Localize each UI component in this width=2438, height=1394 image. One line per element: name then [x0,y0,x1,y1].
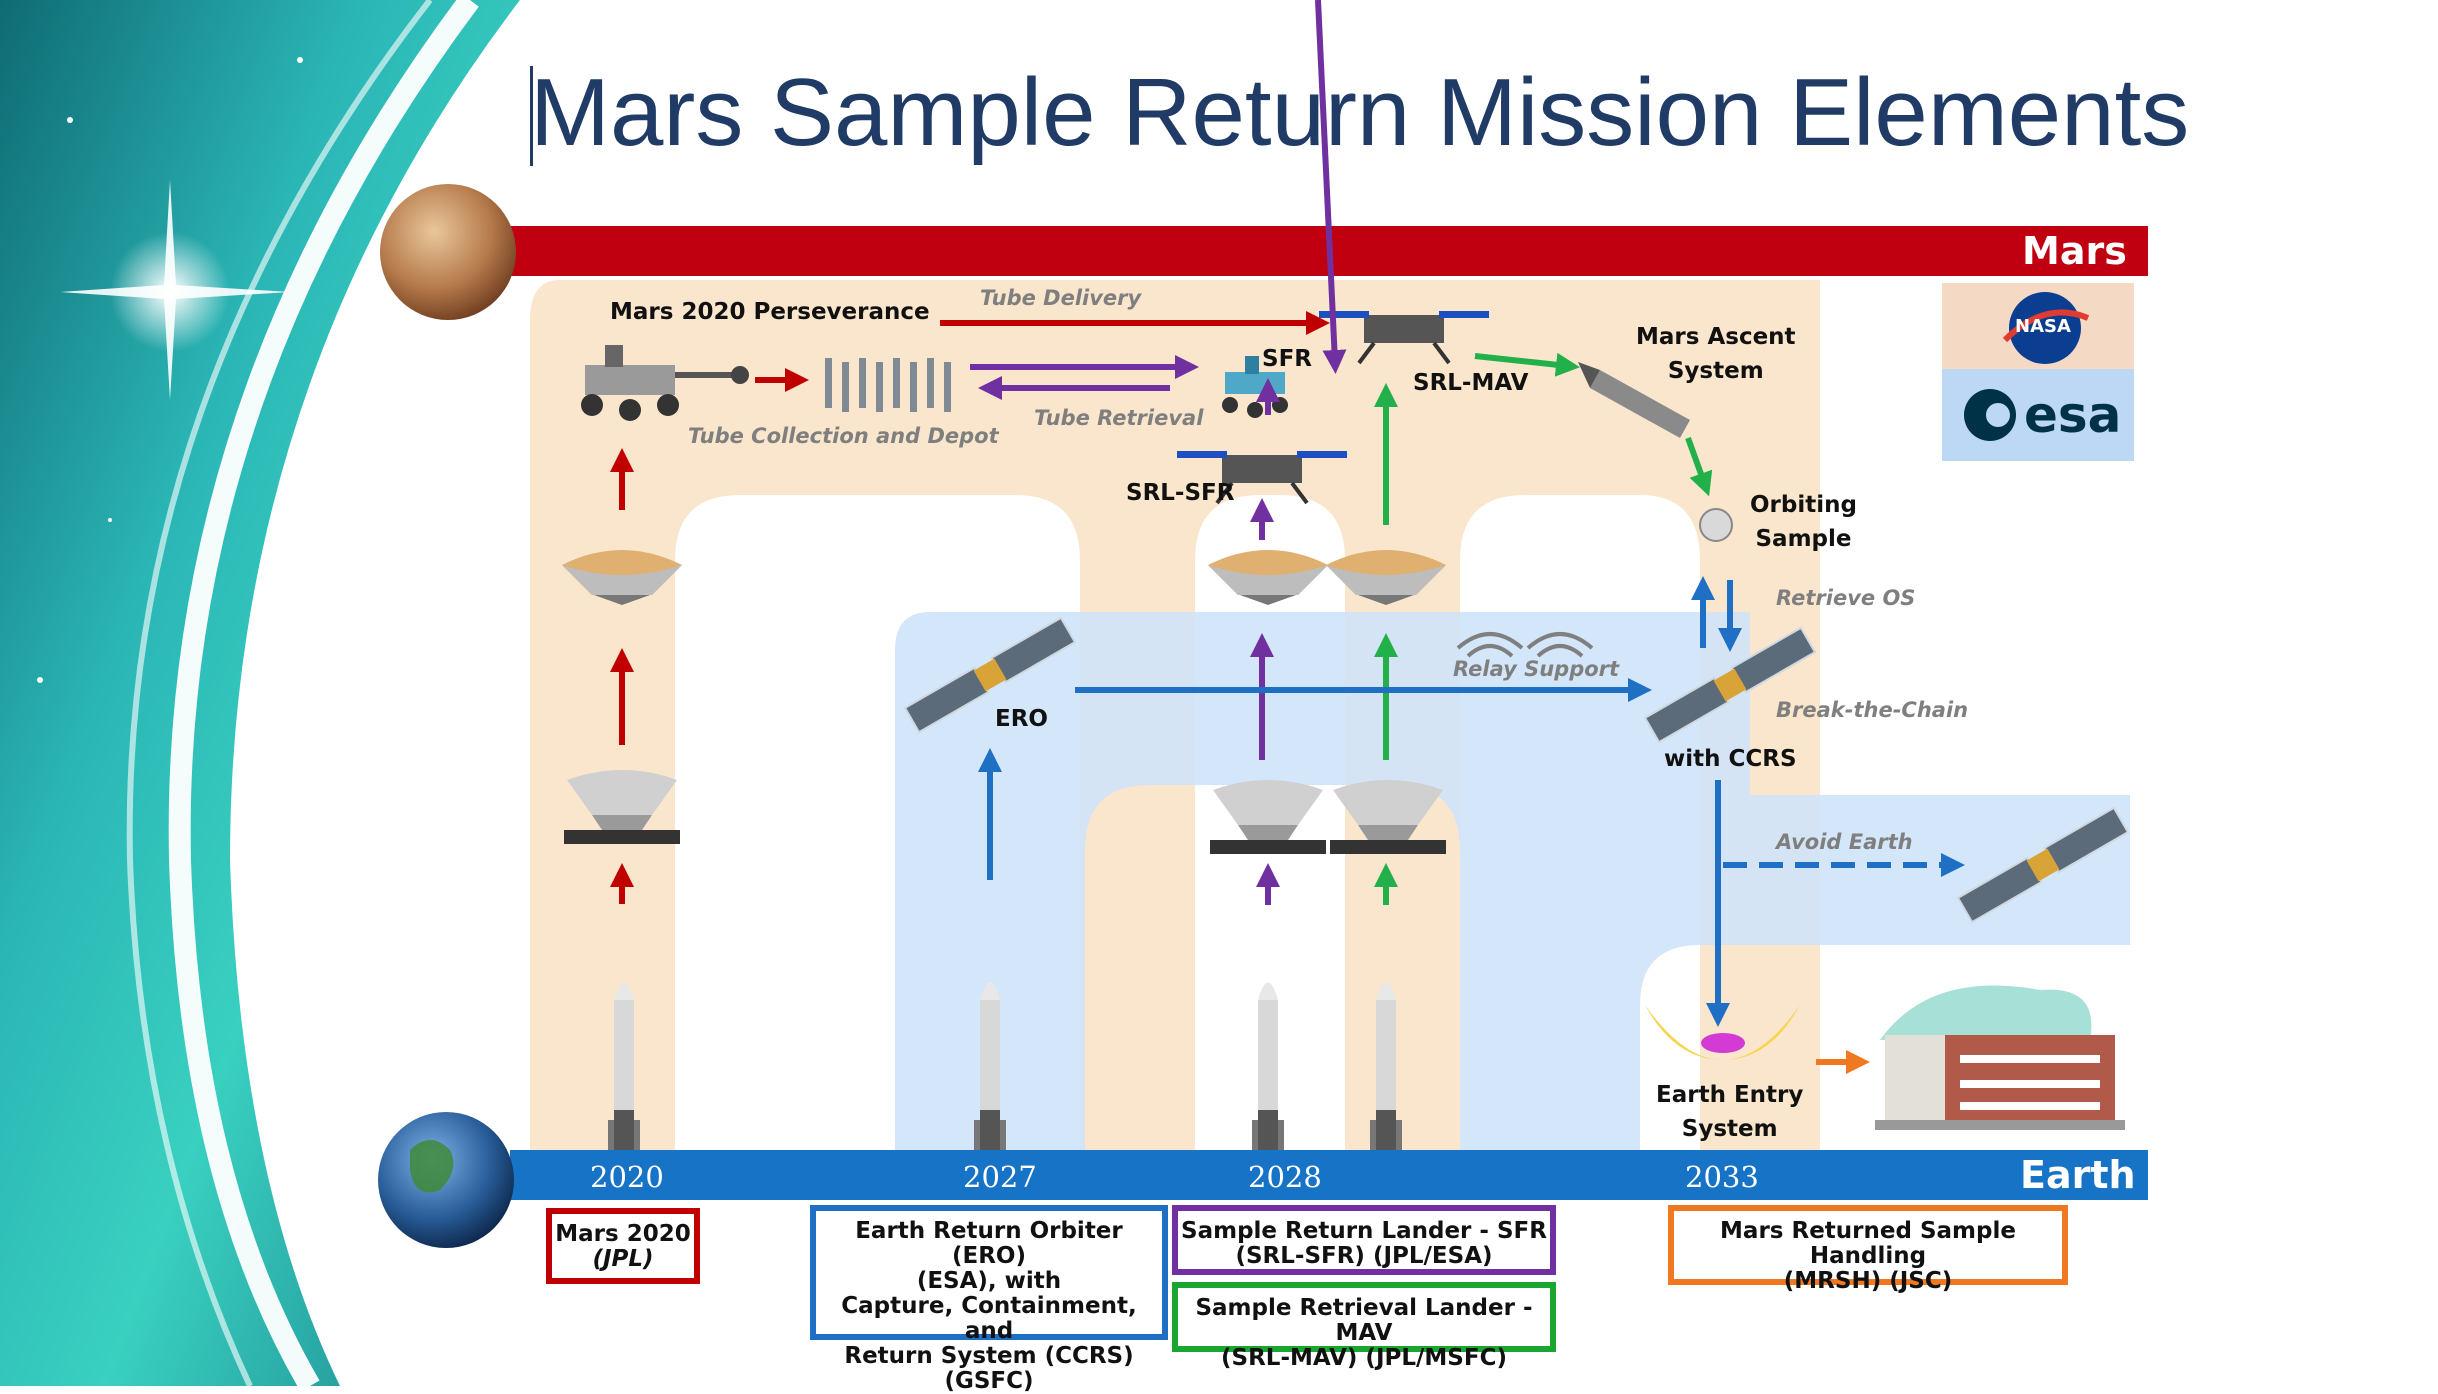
legend-srl-sfr-line2: (SRL-SFR) (JPL/ESA) [1235,1243,1493,1269]
cruise-stage-sfr-icon [1210,780,1326,854]
legend-mrsh: Mars Returned Sample Handling (MRSH) (JS… [1668,1205,2068,1294]
legend-srl-sfr: Sample Return Lander - SFR (SRL-SFR) (JP… [1172,1205,1556,1275]
title-cursor [530,66,533,166]
with-ccrs-label: with CCRS [1664,746,1797,772]
nasa-logo-text: NASA [2015,316,2071,337]
legend-ero-line2: (ESA), with [916,1268,1062,1294]
legend-srl-mav: Sample Retrieval Lander - MAV (SRL-MAV) … [1172,1282,1556,1371]
sample-facility-icon [1875,985,2125,1130]
mars-orbit-zone [895,612,2130,1170]
legend-mars2020-line2: (JPL) [592,1246,654,1272]
legend-mars2020-line1: Mars 2020 [555,1221,691,1247]
relay-waves-icon [1456,632,1594,658]
srl-sfr-label: SRL-SFR [1126,480,1235,506]
blue-path-arrows [978,576,1965,1027]
orbiting-sample-icon [1699,508,1733,542]
tube-depot-icon [825,358,951,412]
red-path-arrows [610,311,1330,904]
legend-srl-mav-line2: (SRL-MAV) (JPL/MSFC) [1221,1345,1507,1371]
legend-mrsh-line1: Mars Returned Sample Handling [1720,1218,2016,1269]
year-2027: 2027 [963,1160,1037,1194]
mars-ascent-line2: System [1667,358,1764,384]
srl-mav-label: SRL-MAV [1413,370,1529,396]
mars-ascent-line1: Mars Ascent [1636,324,1796,350]
sfr-label: SFR [1262,346,1312,372]
legend-mars2020: Mars 2020 (JPL) [546,1208,700,1284]
green-path-arrows [1374,352,1713,905]
mars-ascent-label: Mars Ascent System [1636,320,1796,388]
orbiting-line1: Orbiting [1750,492,1857,518]
rocket-2028-sfr-icon [1252,982,1284,1150]
page-title: Mars Sample Return Mission Elements [530,59,2190,166]
legend-srl-mav-line1: Sample Retrieval Lander - MAV [1195,1295,1533,1346]
space-background [0,0,520,1386]
entry-capsule-sfr-icon [1208,550,1328,605]
retrieve-os-label: Retrieve OS [1776,586,1916,610]
year-2020: 2020 [590,1160,664,1194]
perseverance-rover-icon [581,345,749,421]
mars-planet-icon [380,184,516,320]
earth-entry-capsule-icon [1645,1005,1800,1060]
earth-band [510,1150,2148,1200]
earth-entry-line1: Earth Entry [1656,1082,1804,1108]
ero-label: ERO [995,706,1048,732]
legend-mrsh-line2: (MRSH) (JSC) [1783,1268,1953,1294]
legend-ero: Earth Return Orbiter (ERO) (ESA), with C… [810,1205,1168,1394]
earth-entry-label: Earth Entry System [1656,1078,1803,1146]
legend-ero-line1: Earth Return Orbiter (ERO) [855,1218,1123,1269]
tube-retrieval-label: Tube Retrieval [1034,406,1204,430]
break-the-chain-label: Break-the-Chain [1776,698,1969,722]
tube-delivery-label: Tube Delivery [980,286,1142,310]
perseverance-label: Mars 2020 Perseverance [610,299,930,325]
mars-ascent-vehicle-icon [1578,362,1690,438]
esa-logo-text: esa [2024,386,2122,444]
earth-band-label: Earth [2020,1153,2136,1197]
relay-support-label: Relay Support [1453,657,1620,681]
earth-entry-line2: System [1681,1116,1778,1142]
legend-srl-sfr-line1: Sample Return Lander - SFR [1181,1218,1547,1244]
orbiting-sample-label: Orbiting Sample [1750,488,1857,556]
mars-band-label: Mars [2022,229,2127,273]
avoid-earth-label: Avoid Earth [1776,830,1913,854]
purple-path-arrows [970,0,1347,905]
legend-ero-line4: Return System (CCRS) (GSFC) [844,1343,1134,1394]
year-2033: 2033 [1685,1160,1759,1194]
year-2028: 2028 [1248,1160,1322,1194]
legend-ero-line3: Capture, Containment, and [841,1293,1137,1344]
orbiting-line2: Sample [1755,526,1852,552]
tube-collection-label: Tube Collection and Depot [688,424,999,448]
